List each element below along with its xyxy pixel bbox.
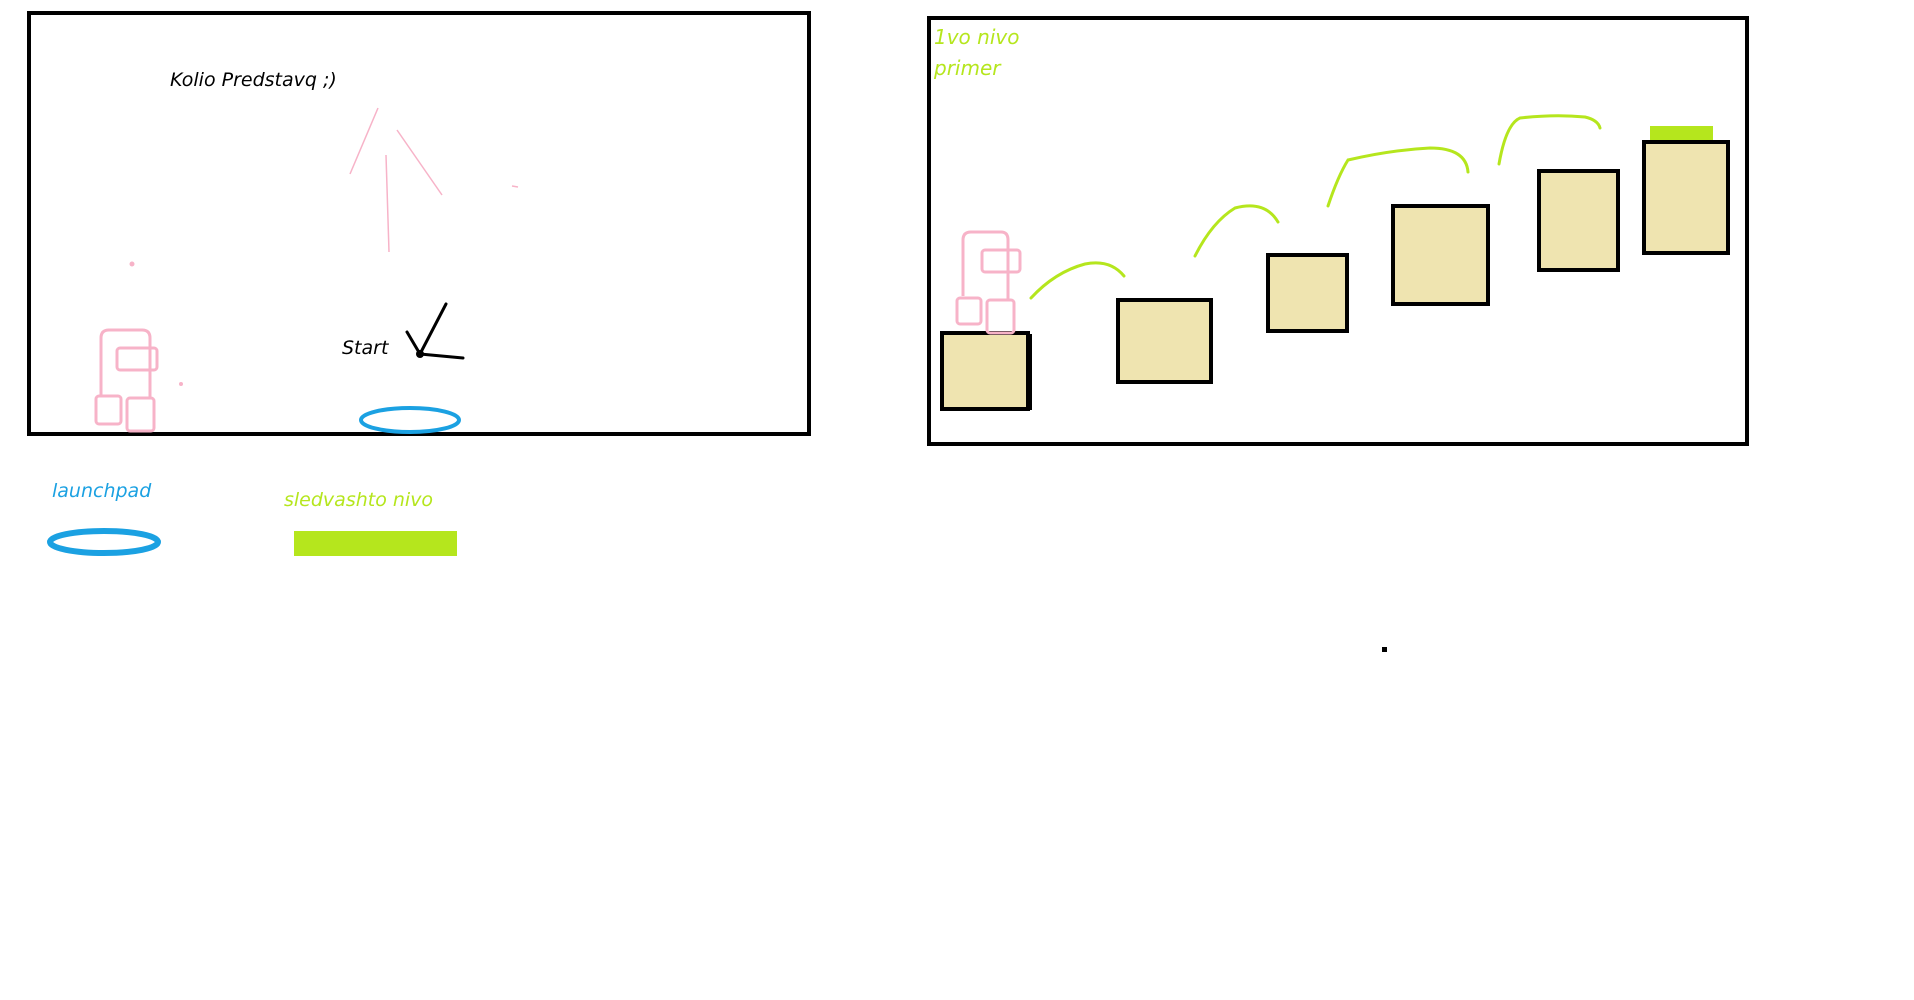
- legend: launchpad sledvashto nivo: [47, 480, 457, 556]
- checkmark-icon[interactable]: [405, 302, 465, 360]
- start-screen-title: Kolio Predstavq ;): [170, 69, 337, 91]
- stray-dot: [129, 261, 135, 267]
- stray-dot: [1382, 647, 1387, 652]
- stray-dot: [179, 382, 183, 386]
- launchpad-legend-label: launchpad: [52, 480, 152, 502]
- next-level-legend-label: sledvashto nivo: [284, 489, 433, 511]
- up-arrow-icon: [349, 107, 519, 253]
- jump-arc-2: [1193, 204, 1280, 258]
- robot-character-icon[interactable]: [94, 328, 159, 433]
- level-title-line1: 1vo nivo: [934, 25, 1019, 49]
- level-one-panel: 1vo nivo primer: [927, 16, 1749, 446]
- jump-arc-1: [1029, 261, 1126, 300]
- jump-arc-3: [1326, 146, 1470, 208]
- platform-6: [1642, 140, 1730, 255]
- start-label[interactable]: Start: [342, 337, 390, 359]
- level-title-line2: primer: [933, 56, 1002, 80]
- platform-2: [1116, 298, 1213, 384]
- start-screen-panel: Kolio Predstavq ;) Start: [27, 11, 811, 436]
- next-level-bar-icon[interactable]: [1650, 126, 1713, 140]
- platform-1: [940, 331, 1030, 411]
- jump-arc-4: [1497, 114, 1602, 166]
- platform-4: [1391, 204, 1490, 306]
- launchpad-ring-icon: [47, 528, 161, 556]
- launchpad-ring-icon[interactable]: [359, 406, 461, 434]
- platforms: [940, 140, 1730, 411]
- platform-3: [1266, 253, 1349, 333]
- start-screen-frame: [27, 11, 811, 436]
- platform-5: [1537, 169, 1620, 272]
- level-one-frame: [927, 16, 1749, 446]
- next-level-bar-icon: [294, 531, 457, 556]
- robot-character-icon[interactable]: [955, 230, 1022, 335]
- jump-arcs: [1029, 114, 1602, 300]
